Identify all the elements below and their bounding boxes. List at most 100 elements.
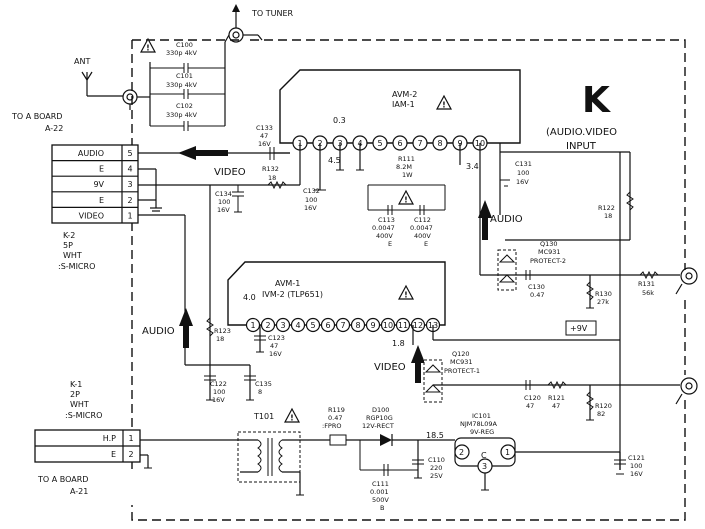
video-bottom-label: VIDEO	[374, 362, 406, 373]
avm1-pin	[350, 317, 366, 333]
svg-text:R123: R123	[214, 327, 231, 335]
svg-text:TO A BOARD: TO A BOARD	[11, 112, 62, 121]
k2-pin-label: 9V	[93, 180, 104, 189]
k2-pin-label: VIDEO	[79, 211, 104, 220]
svg-text:47: 47	[552, 402, 560, 410]
k2-wiring: VIDEO	[138, 146, 300, 365]
avm2-sub: IAM-1	[392, 100, 415, 109]
svg-text:Q120: Q120	[452, 350, 470, 358]
voltage-reg-in: 18.5	[426, 431, 444, 440]
svg-text:R121: R121	[548, 394, 565, 402]
avm1-name: AVM-1	[275, 279, 300, 288]
svg-text:100: 100	[213, 388, 225, 396]
svg-text:27k: 27k	[597, 298, 609, 306]
svg-text:C120: C120	[524, 394, 541, 402]
svg-text:C113: C113	[378, 216, 395, 224]
avm2-circuitry: C133 47 16V R132 18 C134 100 16V C132 10…	[209, 124, 634, 300]
k2-pin-label: AUDIO	[78, 149, 104, 158]
avm1-pin	[260, 317, 276, 333]
avm2-pin	[412, 135, 428, 151]
avm1-pin	[290, 317, 306, 333]
svg-text:16V: 16V	[630, 470, 643, 478]
tuner-arrow-icon	[232, 4, 240, 12]
avm1-pin-number: 7	[340, 321, 345, 330]
svg-text:D100: D100	[372, 406, 389, 414]
avm1-pin-number: 1	[250, 321, 255, 330]
svg-text:C135: C135	[255, 380, 272, 388]
avm1-pin	[335, 317, 351, 333]
avm2-name: AVM-2	[392, 90, 417, 99]
svg-text:R111: R111	[398, 155, 415, 163]
svg-text:100: 100	[630, 462, 642, 470]
avm1-pin-number: 9	[370, 321, 375, 330]
svg-text:82: 82	[597, 410, 605, 418]
svg-text:1: 1	[505, 448, 510, 457]
svg-text:B: B	[380, 504, 384, 512]
svg-text:18: 18	[268, 174, 276, 182]
svg-text:MC931: MC931	[538, 248, 561, 256]
ant-label: ANT	[74, 57, 90, 66]
voltage-pin2-avm2: 0.3	[333, 116, 346, 125]
k2-pin-number: 2	[127, 196, 132, 205]
svg-text:25V: 25V	[430, 472, 443, 480]
svg-text:0.47: 0.47	[328, 414, 342, 422]
svg-text:WHT: WHT	[63, 251, 82, 260]
svg-text:0.0047: 0.0047	[372, 224, 395, 232]
svg-text:R131: R131	[638, 280, 655, 288]
svg-text:100: 100	[218, 198, 230, 206]
svg-text:330p 4kV: 330p 4kV	[166, 49, 197, 57]
svg-text:18: 18	[216, 335, 224, 343]
svg-text:A-22: A-22	[45, 124, 63, 133]
avm2-pin-number: 6	[397, 139, 402, 148]
avm2-pin	[372, 135, 388, 151]
svg-text:0.47: 0.47	[530, 291, 544, 299]
k2-pin-number: 4	[127, 165, 132, 174]
avm1-pin	[320, 317, 336, 333]
board-name-line1: (AUDIO.VIDEO	[546, 127, 617, 138]
svg-text:5P: 5P	[63, 241, 73, 250]
svg-text::FPRO: :FPRO	[322, 422, 341, 430]
svg-text:PROTECT-2: PROTECT-2	[530, 257, 566, 265]
svg-text:IC101: IC101	[472, 412, 491, 420]
svg-text:500V: 500V	[372, 496, 389, 504]
svg-text:16V: 16V	[269, 350, 282, 358]
svg-text:C102: C102	[176, 102, 193, 110]
avm1-pin	[275, 317, 291, 333]
svg-text:C101: C101	[176, 72, 193, 80]
board-letter: K	[582, 80, 611, 121]
k1-pin-label: H.P	[103, 434, 116, 443]
svg-text:8: 8	[258, 388, 262, 396]
svg-text:A-21: A-21	[70, 487, 88, 496]
svg-text:0.001: 0.001	[370, 488, 389, 496]
svg-text:330p 4kV: 330p 4kV	[166, 111, 197, 119]
avm1-pin-number: 4	[295, 321, 300, 330]
video-top-label: VIDEO	[214, 167, 246, 178]
avm1-pin-number: 11	[398, 321, 408, 330]
svg-text:K-2: K-2	[63, 231, 75, 240]
svg-text:WHT: WHT	[70, 400, 89, 409]
avm1-pin	[305, 317, 321, 333]
svg-text:C133: C133	[256, 124, 273, 132]
k1-pin-label: E	[111, 450, 116, 459]
svg-text:47: 47	[526, 402, 534, 410]
warning-icon	[398, 190, 414, 206]
svg-text:C121: C121	[628, 454, 645, 462]
svg-text:C131: C131	[515, 160, 532, 168]
plus9v-label: +9V	[570, 324, 588, 333]
avm1-pin-number: 10	[383, 321, 393, 330]
svg-text:R130: R130	[595, 290, 612, 298]
svg-text:2: 2	[459, 448, 464, 457]
avm2-pin	[432, 135, 448, 151]
svg-text:R119: R119	[328, 406, 345, 414]
k2-pin-label: E	[99, 165, 104, 174]
tuner-output: TO TUNER	[224, 4, 294, 43]
power-section: T101 R119 0.47 :FPRO D100 RGP10G 12V-REC…	[140, 406, 645, 512]
k2-pin-number: 1	[127, 211, 132, 220]
avm2-pin	[392, 135, 408, 151]
audio-right-label: AUDIO	[490, 214, 523, 225]
svg-text:TO A BOARD: TO A BOARD	[37, 475, 88, 484]
svg-text:9V-REG: 9V-REG	[470, 428, 494, 436]
